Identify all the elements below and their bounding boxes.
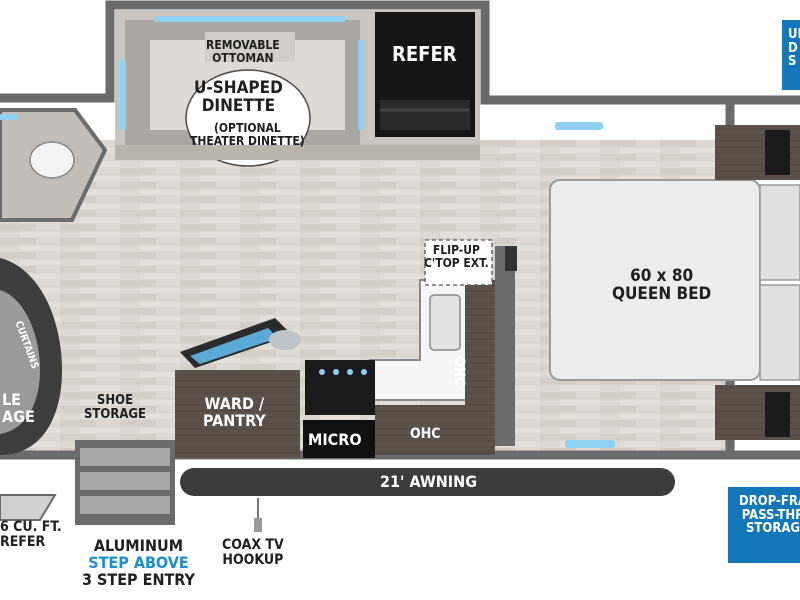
refer-bottom-label: 6 CU. FT.REFER — [0, 519, 62, 550]
refer-label: REFER — [392, 42, 457, 66]
ottoman — [205, 32, 295, 62]
toilet — [29, 141, 75, 179]
flipup-extension — [424, 239, 493, 286]
ohc-cabinet-horizontal — [375, 405, 465, 455]
ohc-cabinet-vertical — [465, 280, 495, 455]
microwave — [303, 420, 375, 458]
ohc-horizontal-label: OHC — [410, 426, 441, 442]
sink — [429, 294, 461, 351]
ohc-vertical-label: OHC — [451, 356, 467, 387]
step-entry-label: ALUMINUM STEP ABOVE 3 STEP ENTRY — [82, 536, 195, 589]
awning-label: 21' AWNING — [380, 472, 478, 491]
ward-pantry-label: WARD /PANTRY — [203, 394, 266, 430]
micro-label: MICRO — [308, 430, 362, 449]
dinette-window — [155, 16, 345, 22]
stove — [305, 360, 375, 415]
bedroom-window-bottom — [565, 440, 615, 448]
badge-top-right: UNDS — [782, 20, 800, 90]
ward-pantry — [175, 370, 300, 458]
bedroom-window-top — [555, 122, 603, 130]
bedroom-wall — [495, 246, 515, 446]
dinette-table — [185, 69, 311, 167]
awning — [180, 468, 675, 496]
